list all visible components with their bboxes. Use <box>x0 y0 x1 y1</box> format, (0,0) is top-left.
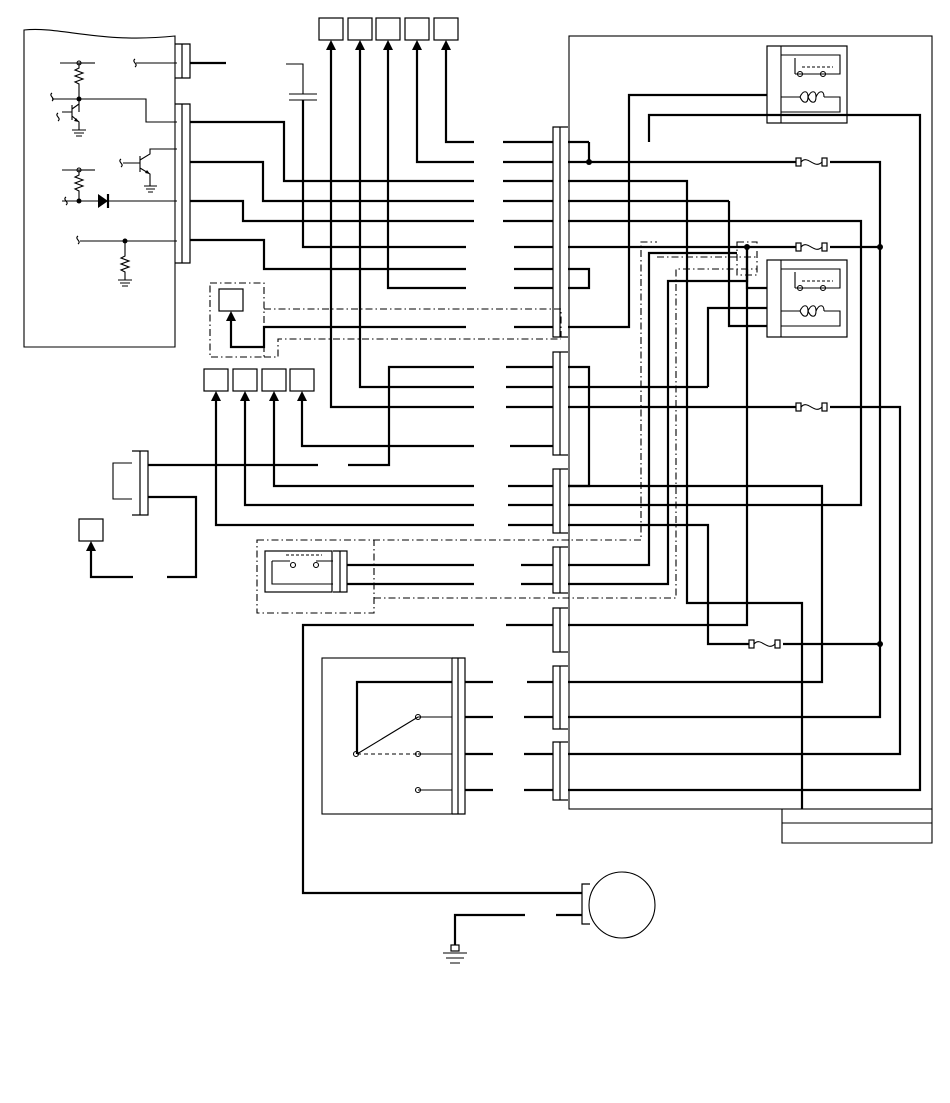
main-connectors <box>301 126 582 895</box>
control-board <box>23 28 177 348</box>
ground-symbol <box>443 913 525 964</box>
sensor-box <box>209 282 562 358</box>
board-connector-b <box>175 103 191 264</box>
fuse-2 <box>795 242 828 252</box>
board-connector-a <box>175 43 226 79</box>
fuse-4 <box>748 639 781 649</box>
wires-left <box>190 50 474 409</box>
fuses <box>748 157 828 649</box>
relay-2 <box>706 201 848 387</box>
middle-terminal-blocks <box>203 365 474 527</box>
top-terminal-blocks <box>318 17 459 50</box>
plug-connector <box>112 450 318 579</box>
contact-marker <box>736 241 758 276</box>
wires-right <box>568 140 902 809</box>
relay-panel <box>568 35 933 844</box>
terminal-small <box>78 518 133 579</box>
selector-switch <box>321 657 553 815</box>
switch-box <box>256 241 757 614</box>
relay-1 <box>568 45 922 792</box>
fuse-1 <box>795 157 828 167</box>
fuse-3 <box>795 402 828 412</box>
capacitor <box>286 63 317 101</box>
motor <box>556 871 656 939</box>
